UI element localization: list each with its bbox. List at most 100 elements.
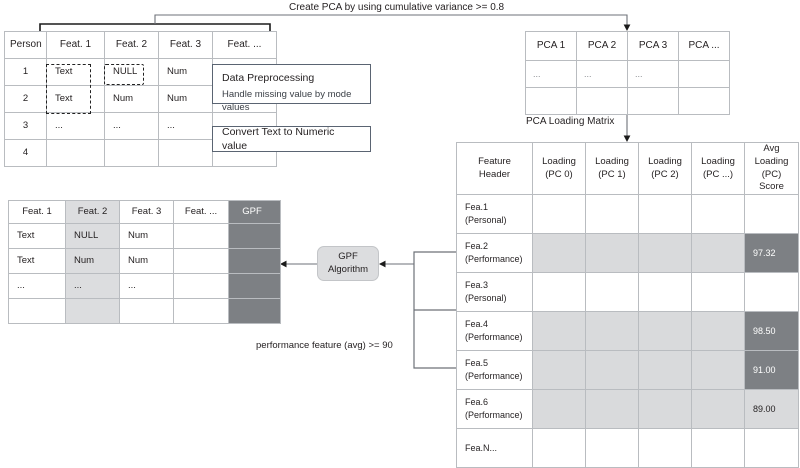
gpf-algorithm-line1: GPF: [338, 250, 358, 262]
cell-loading-pc2: [638, 389, 692, 430]
feature-name: Fea.N...: [465, 442, 498, 453]
cell-feat1: ...: [46, 112, 105, 140]
cell-loading-pc2: [638, 194, 692, 235]
cell-feat1: Text: [46, 58, 105, 86]
cell-loading-pc0: [532, 272, 586, 313]
feature-name: Fea.3: [465, 280, 489, 291]
table-row: Fea.1(Personal): [456, 194, 799, 235]
column-header-person: Person: [4, 31, 47, 59]
cell-feat2: NULL: [104, 58, 159, 86]
column-header-feat-more: Feat. ...: [173, 200, 229, 224]
table-row: [8, 298, 281, 324]
table-row: Fea.6 (Performance) 89.00: [456, 389, 799, 430]
cell-loading-pc2: [638, 350, 692, 391]
gpf-algorithm-node: GPF Algorithm: [317, 246, 379, 281]
cell-loading-pc3: [691, 428, 745, 468]
table-row: Fea.2(Performance)97.32: [456, 233, 799, 274]
gpf-output-table: Feat. 1 Feat. 2 Feat. 3 Feat. ... GPF Te…: [8, 200, 281, 324]
cell-feat2: NULL: [65, 223, 120, 249]
cell-loading-pc1: [585, 233, 639, 274]
table-row: [525, 87, 730, 115]
header-line-1: Avg Loading: [754, 143, 789, 167]
header-line-2: (PC 2): [651, 168, 679, 180]
cell-feature-header: Fea.4 (Performance): [456, 311, 533, 352]
feature-category: (Performance): [465, 332, 523, 343]
column-header-feat2: Feat. 2: [104, 31, 159, 59]
cell-feat3: ...: [119, 273, 174, 299]
header-line-1: Loading: [648, 155, 682, 167]
column-header-feat1: Feat. 1: [46, 31, 105, 59]
cell-pca-more: [678, 60, 730, 88]
cell-person: 4: [4, 139, 47, 167]
callout-title: Convert Text to Numeric value: [222, 125, 335, 152]
cell-person: 2: [4, 85, 47, 113]
feature-category: (Performance): [465, 371, 523, 382]
create-pca-label: Create PCA by using cumulative variance …: [289, 2, 505, 13]
cell-feat3: Num: [158, 85, 213, 113]
feature-category: (Performance): [465, 254, 523, 265]
cell-feat2: Num: [65, 248, 120, 274]
table-header-row: Feature Header Loading (PC 0) Loading (P…: [456, 141, 799, 196]
cell-feat1: Text: [8, 248, 66, 274]
cell-pca1: ...: [525, 60, 577, 88]
callout-data-preprocessing: Data Preprocessing Handle missing value …: [212, 64, 371, 113]
feature-name: Fea.1: [465, 202, 489, 213]
column-header-pca3: PCA 3: [627, 31, 679, 61]
column-header-feature: Feature Header: [456, 141, 533, 196]
highlight-text-cells: [46, 64, 91, 114]
gpf-algorithm-line2: Algorithm: [327, 263, 369, 275]
cell-loading-pc3: [691, 389, 745, 430]
cell-loading-pc2: [638, 311, 692, 352]
cell-feature-header: Fea.1(Personal): [456, 194, 533, 235]
table-row: 4: [4, 139, 277, 167]
cell-avg-loading-score: 89.00: [744, 389, 799, 430]
cell-loading-pc2: [638, 233, 692, 274]
feature-name: Fea.4: [465, 319, 489, 330]
cell-feature-header: Fea.6 (Performance): [456, 389, 533, 430]
cell-feat-more: [173, 248, 229, 274]
cell-loading-pc1: [585, 389, 639, 430]
header-line-1: Loading: [542, 155, 576, 167]
cell-loading-pc1: [585, 311, 639, 352]
header-line-2: Header: [478, 168, 511, 180]
table-row: Fea.5(Performance)91.00: [456, 350, 799, 391]
cell-feat2: [65, 298, 120, 324]
cell-gpf: [228, 248, 281, 274]
cell-feat2: [104, 139, 159, 167]
table-row: Fea.N...: [456, 428, 799, 468]
cell-feat1: ...: [8, 273, 66, 299]
cell-loading-pc1: [585, 272, 639, 313]
column-header-feat3: Feat. 3: [158, 31, 213, 59]
cell-feat1: Text: [46, 85, 105, 113]
column-header-pca-more: PCA ...: [678, 31, 730, 61]
cell-loading-pc2: [638, 428, 692, 468]
table-row: ... ... ...: [525, 60, 730, 88]
cell-loading-pc0: [532, 311, 586, 352]
cell-gpf: [228, 298, 281, 324]
header-line-1: Loading: [595, 155, 629, 167]
table-header-row: PCA 1 PCA 2 PCA 3 PCA ...: [525, 31, 730, 61]
column-header-feat-more: Feat. ...: [212, 31, 277, 59]
cell-feat3: [158, 139, 213, 167]
column-header-gpf: GPF: [228, 200, 281, 224]
table-row: .........: [8, 273, 281, 299]
callout-title: Data Preprocessing: [222, 72, 315, 84]
cell-loading-pc1: [585, 428, 639, 468]
header-line-1: Loading: [701, 155, 735, 167]
cell-gpf: [228, 273, 281, 299]
cell-pca-more: [678, 87, 730, 115]
header-line-2: (PC) Score: [759, 168, 784, 193]
column-header-loading-pc2: Loading (PC 2): [638, 141, 692, 196]
column-header-feat3: Feat. 3: [119, 200, 174, 224]
highlight-null-cell: [104, 64, 144, 85]
feature-name: Fea.6: [465, 397, 489, 408]
cell-pca2: [576, 87, 628, 115]
feature-category: (Performance): [465, 410, 523, 421]
column-header-pca2: PCA 2: [576, 31, 628, 61]
cell-feat2: ...: [65, 273, 120, 299]
diagram-canvas: Create PCA by using cumulative variance …: [4, 2, 799, 468]
header-line-2: (PC 0): [545, 168, 573, 180]
cell-avg-loading-score: [744, 428, 799, 468]
cell-avg-loading-score: 91.00: [744, 350, 799, 391]
